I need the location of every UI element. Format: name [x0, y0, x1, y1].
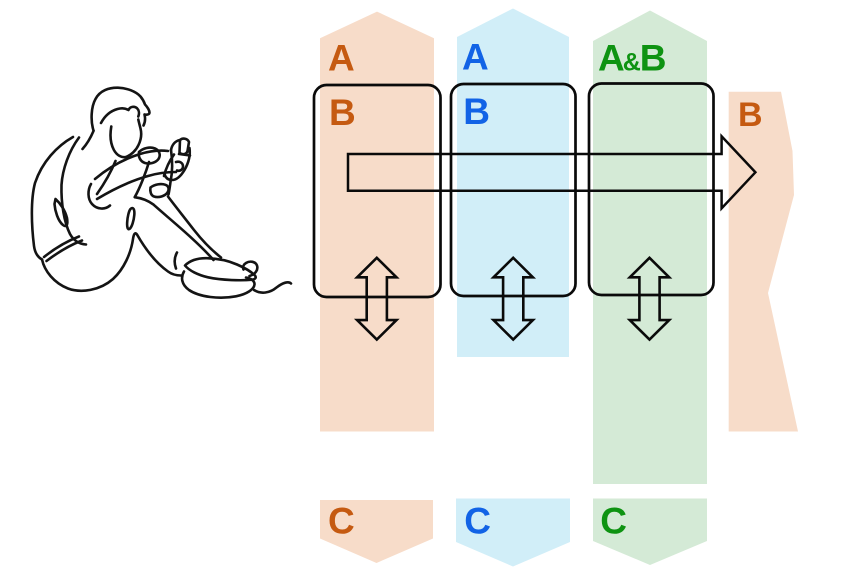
svg-text:B: B [329, 92, 356, 133]
svg-text:B: B [463, 91, 490, 132]
svg-text:C: C [328, 501, 355, 542]
svg-text:A: A [328, 38, 355, 79]
svg-text:B: B [738, 96, 763, 134]
svg-text:A: A [462, 37, 489, 78]
svg-text:C: C [464, 501, 491, 542]
svg-text:A&B: A&B [598, 38, 667, 79]
svg-text:C: C [600, 501, 627, 542]
